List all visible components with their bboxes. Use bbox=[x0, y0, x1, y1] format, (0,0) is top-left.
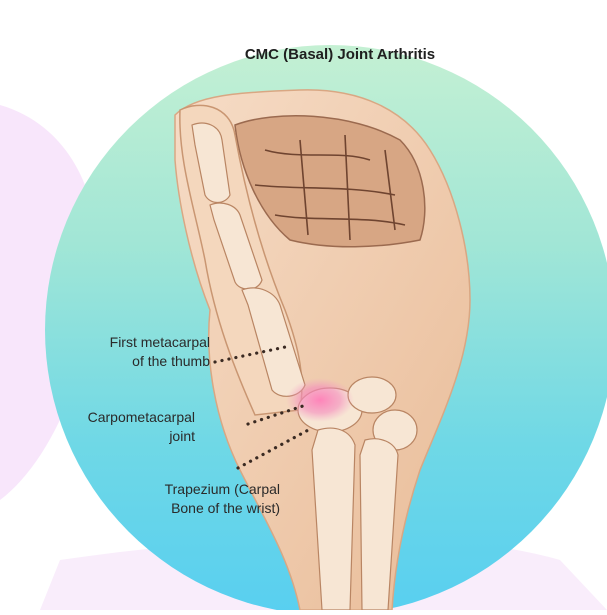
label-first-metacarpal: First metacarpal of the thumb bbox=[40, 333, 210, 371]
label-carpometacarpal-joint: Carpometacarpal joint bbox=[40, 408, 195, 446]
label-carpometacarpal-line1: Carpometacarpal bbox=[40, 408, 195, 427]
label-first-metacarpal-line1: First metacarpal bbox=[40, 333, 210, 352]
label-trapezium-line2: Bone of the wrist) bbox=[100, 499, 280, 518]
inflammation-highlight bbox=[286, 378, 354, 422]
diagram-title: CMC (Basal) Joint Arthritis bbox=[120, 46, 560, 63]
label-first-metacarpal-line2: of the thumb bbox=[40, 352, 210, 371]
label-trapezium-line1: Trapezium (Carpal bbox=[100, 480, 280, 499]
label-carpometacarpal-line2: joint bbox=[40, 427, 195, 446]
label-trapezium: Trapezium (Carpal Bone of the wrist) bbox=[100, 480, 280, 518]
